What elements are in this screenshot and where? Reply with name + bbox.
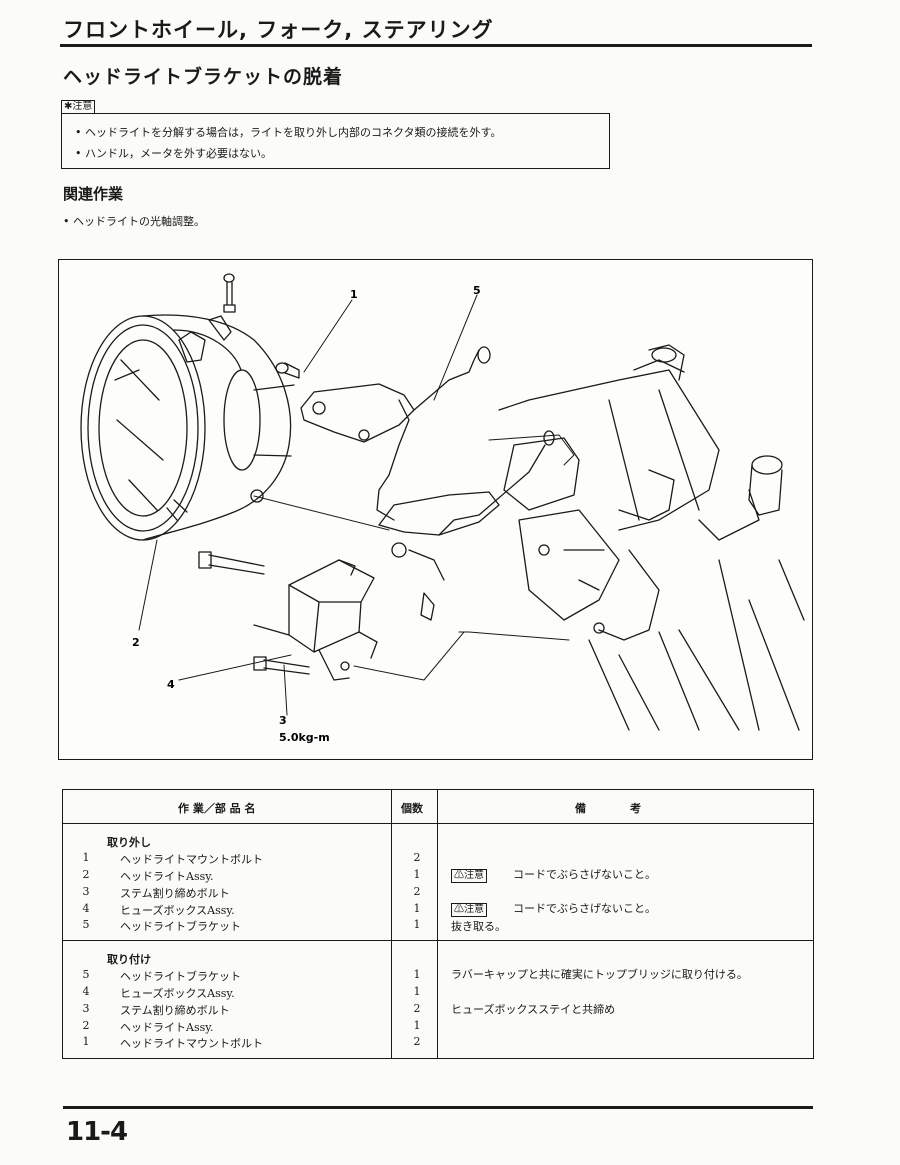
callout-3: 3 (279, 714, 287, 727)
caution-note: • ハンドル，メータを外す必要はない。 (75, 147, 272, 160)
removal-remark: ⚠注意コードでぶらさげないこと。 (451, 866, 656, 883)
callout-4: 4 (167, 678, 175, 691)
caution-badge: ⚠注意 (451, 869, 487, 883)
installation-title: 取り付け (107, 953, 151, 966)
footer-rule (63, 1106, 813, 1109)
callout-2: 2 (132, 636, 140, 649)
removal-title: 取り外し (107, 836, 151, 849)
header-remarks: 備 考 (575, 802, 641, 815)
caution-badge: ✱注意 (61, 100, 96, 114)
callout-5: 5 (473, 284, 481, 297)
page-number: 11-4 (66, 1117, 128, 1147)
header-quantity: 個数 (401, 802, 423, 815)
headlight-assembly-drawing (80, 314, 295, 541)
removal-remark: 抜き取る。 (451, 920, 506, 933)
warning-triangle-icon: ⚠ (454, 904, 464, 915)
fuse-box-drawing (253, 559, 378, 681)
caution-box: • ヘッドライトを分解する場合は，ライトを取り外し内部のコネクタ類の接続を外す。… (61, 113, 610, 169)
torque-spec: 5.0kg-m (279, 731, 330, 744)
installation-remark: ヒューズボックスステイと共締め (451, 1003, 616, 1016)
header-part-name: 作 業／部 品 名 (178, 802, 256, 815)
top-screw-drawing (223, 273, 236, 313)
removal-remark: ⚠注意コードでぶらさげないこと。 (451, 900, 656, 917)
section-title: ヘッドライトブラケットの脱着 (63, 66, 344, 88)
related-work-title: 関連作業 (63, 185, 124, 203)
warning-triangle-icon: ⚠ (454, 870, 464, 881)
leader-lines (138, 294, 575, 716)
mount-bolt-drawing (275, 362, 300, 379)
caution-star-icon: ✱ (64, 101, 73, 112)
front-fork-steering-drawing (498, 344, 805, 731)
caution-note: • ヘッドライトを分解する場合は，ライトを取り外し内部のコネクタ類の接続を外す。 (75, 126, 502, 139)
parts-table: 作 業／部 品 名 個数 備 考 取り外し 1 ヘッドライトマウントボルト 2 … (62, 789, 814, 1059)
side-bolt-drawing (198, 551, 435, 675)
headlight-bracket-illustration: 1 5 2 4 3 5.0kg-m (80, 273, 805, 744)
caution-badge-label: 注意 (72, 101, 93, 112)
related-work-item: • ヘッドライトの光軸調整。 (63, 215, 205, 228)
installation-remark: ラバーキャップと共に確実にトップブリッジに取り付ける。 (451, 968, 748, 981)
callout-1: 1 (350, 288, 358, 301)
exploded-diagram: 1 5 2 4 3 5.0kg-m (58, 259, 813, 760)
chapter-rule (60, 44, 812, 47)
caution-badge: ⚠注意 (451, 903, 487, 917)
chapter-title: フロントホイール, フォーク, ステアリング (63, 18, 494, 42)
headlight-bracket-drawing (300, 346, 555, 581)
